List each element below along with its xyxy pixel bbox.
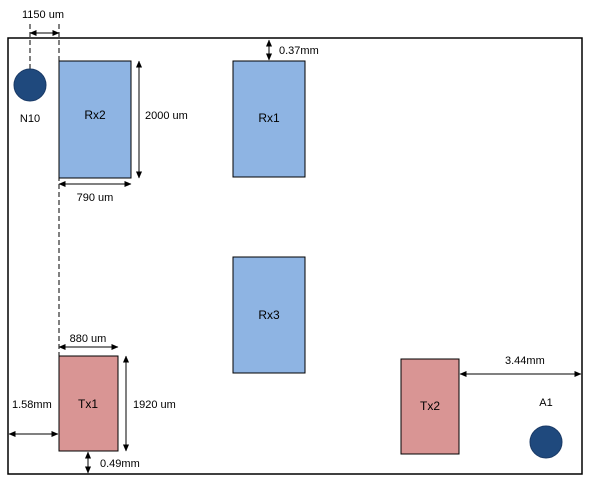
rx2-label: Rx2 [84,108,106,122]
tx1-block [58,355,119,452]
tx2-label: Tx2 [420,399,440,413]
tx1-bottom-gap-label: 0.49mm [100,458,140,470]
rx3-label: Rx3 [258,308,280,322]
tx2-block [400,358,460,455]
tx-width-label: 880 um [70,333,107,345]
a1-label: A1 [539,397,552,409]
rx1-block [232,60,306,178]
tx-height-label: 1920 um [133,399,176,411]
rx1-label: Rx1 [258,111,280,125]
tx2-right-gap-label: 3.44mm [505,355,545,367]
pad-offset-label: 1150 um [22,9,64,21]
tx1-label: Tx1 [78,397,98,411]
a1-pad [529,425,563,459]
rx-height-label: 2000 um [145,110,188,122]
n10-label: N10 [20,113,40,125]
n10-pad [13,68,47,102]
tx1-left-gap-label: 1.58mm [12,399,52,411]
rx1-top-gap-label: 0.37mm [279,45,319,57]
rx2-block [58,60,132,179]
rx-width-label: 790 um [77,192,114,204]
rx3-block [232,256,306,374]
